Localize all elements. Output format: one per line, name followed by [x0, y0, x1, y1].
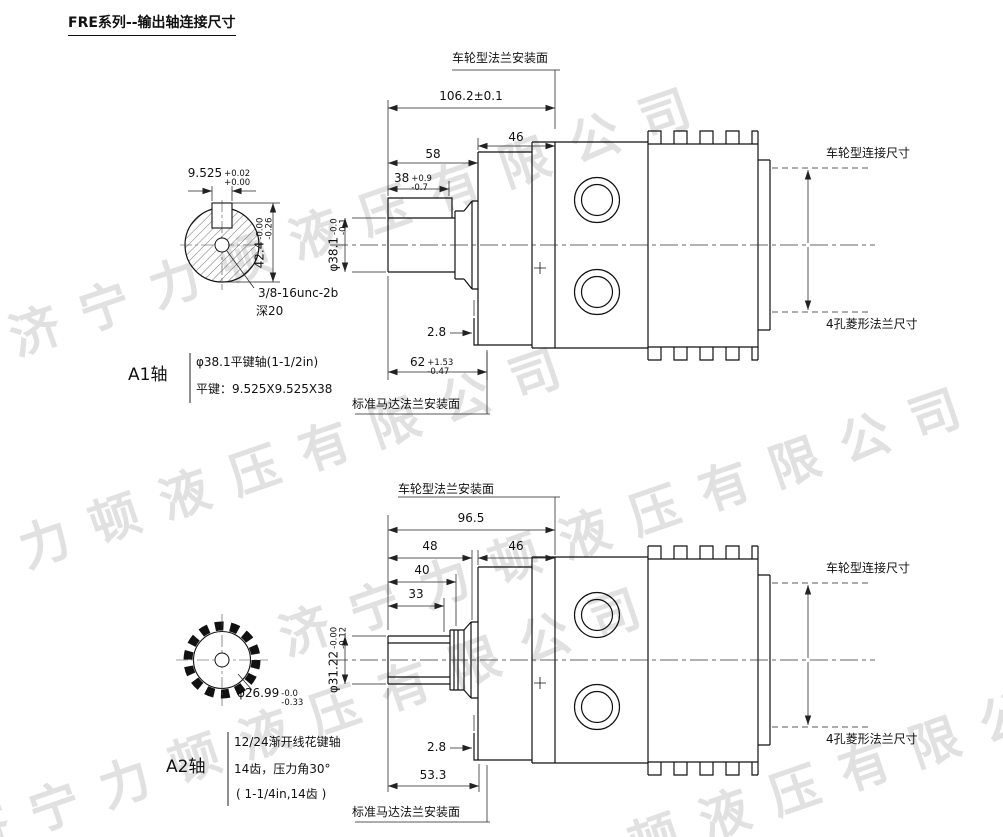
a1-thread-spec: 3/8-16unc-2b: [258, 286, 339, 300]
a1-extension-lines: [352, 100, 488, 380]
a1-wheel-flange-face-leader: [452, 69, 560, 129]
a2-port-upper-inner: [580, 598, 614, 632]
a2-dim-40-text: 40: [414, 563, 430, 577]
a1-dim-58-text: 58: [425, 147, 441, 161]
a2-shaft-desc-line1: 12/24渐开线花键轴: [234, 735, 341, 749]
a1-center-mark: [534, 262, 546, 274]
a2-wheel-conn-label: 车轮型连接尺寸: [826, 561, 911, 575]
tolerance-stack: -0.00-0.12: [330, 626, 349, 649]
a2-wheel-flange-face-leader: [398, 496, 560, 555]
tol-lower: +0.00: [224, 177, 251, 188]
a1-dim-shaft-dia-text: φ38.1-0.0-0.1: [326, 218, 349, 272]
a1-right-extension-lines: [772, 167, 872, 313]
tol-lower: -0.12: [338, 626, 348, 649]
tol-lower: -0.1: [338, 218, 348, 235]
a2-spline-dia-text: φ26.99-0.0-0.33: [237, 686, 303, 707]
a1-front-flange: [473, 151, 532, 346]
a2-center-mark: [534, 677, 546, 689]
a1-dim-2-8-text: 2.8: [427, 325, 447, 339]
a1-diamond-flange-label: 4孔菱形法兰尺寸: [826, 317, 918, 331]
a2-spline-shaft-section: [176, 614, 268, 706]
a1-dim-key-width-text: 9.525+0.02+0.00: [188, 166, 250, 187]
a1-port-upper-outer: [573, 176, 621, 224]
tolerance-stack: -0.0-0.33: [281, 690, 303, 707]
a2-spline-dia-leader: [237, 673, 253, 691]
a1-wheel-section: [647, 130, 771, 361]
a2-dim-48-text: 48: [422, 539, 438, 553]
a2-dim-53-3-text: 53.3: [419, 768, 447, 782]
a1-wheel-conn-label: 车轮型连接尺寸: [826, 146, 911, 160]
tol-upper: -0.0: [281, 689, 298, 699]
a2-dim-2-8-text: 2.8: [427, 740, 447, 754]
dim-value: 62: [410, 355, 426, 369]
a1-port-upper-inner: [580, 183, 614, 217]
tolerance-stack: -0.00-0.26: [256, 217, 275, 240]
dim-value: 9.525: [187, 166, 223, 180]
a2-motor-flange-face-leader: [355, 765, 490, 823]
a1-key-side: [387, 197, 453, 218]
a1-dim-across-text: 42.4-0.00-0.26: [252, 217, 275, 269]
a2-dimension-linework: [227, 496, 872, 823]
dim-value: φ38.1: [326, 236, 341, 272]
a2-dim-33-text: 33: [408, 587, 424, 601]
a1-shaft-name: A1轴: [128, 365, 168, 385]
tolerance-stack: +1.53-0.47: [427, 359, 453, 376]
a2-port-lower-inner: [580, 690, 614, 724]
a1-port-lower-inner: [580, 275, 614, 309]
a1-port-lower-outer: [573, 268, 621, 316]
a1-wheel-flange-face-label: 车轮型法兰安装面: [452, 51, 549, 65]
a1-thread-depth: 深20: [256, 304, 284, 318]
a1-dim-overall-text: 106.2±0.1: [439, 89, 503, 103]
dim-value: 38: [394, 171, 410, 185]
tol-upper: +1.53: [427, 358, 454, 368]
page-title: FRE系列--输出轴连接尺寸: [68, 16, 236, 36]
a2-right-extension-lines: [772, 582, 872, 728]
a1-shaft-side: [387, 217, 455, 273]
tol-upper: +0.02: [224, 169, 251, 179]
a2-motor-flange-face-label: 标准马达法兰安装面: [352, 805, 461, 819]
a2-shaft-name: A2轴: [166, 757, 206, 777]
a2-shaft-desc-line2: 14齿，压力角30°: [234, 762, 331, 776]
tolerance-stack: +0.9-0.7: [411, 175, 432, 192]
tol-lower: -0.26: [264, 217, 274, 240]
tol-lower: -0.33: [281, 697, 304, 708]
a1-thread-leader: [226, 250, 255, 289]
a1-dim-38-text: 38+0.9-0.7: [394, 171, 432, 192]
tolerance-stack: -0.0-0.1: [330, 218, 349, 235]
a2-dim-46-text: 46: [508, 539, 524, 553]
a1-keyed-shaft-section: [180, 200, 264, 290]
a1-shaft-desc-line1: φ38.1平键轴(1-1/2in): [196, 355, 319, 369]
a2-dim-shaft-dia-text: φ31.22-0.00-0.12: [326, 626, 349, 694]
dim-value: 42.4: [252, 241, 267, 269]
tol-lower: -0.7: [411, 182, 428, 193]
a2-port-lower-outer: [573, 683, 621, 731]
tol-lower: -0.47: [427, 366, 450, 377]
a2-dim-overall-text: 96.5: [457, 511, 485, 525]
a1-shaft-desc-line2: 平键：9.525X9.525X38: [196, 382, 333, 396]
dim-value: φ26.99: [237, 686, 280, 700]
a2-wheel-section: [647, 545, 771, 776]
a1-motor-flange-face-leader: [355, 350, 490, 415]
a2-spline-shaft-side: [387, 635, 450, 685]
a2-wheel-flange-face-label: 车轮型法兰安装面: [398, 482, 495, 496]
a2-shaft-desc-line3: ( 1-1/4in,14齿 ): [236, 787, 327, 801]
a1-dim-62-text: 62+1.53-0.47: [410, 355, 453, 376]
a2-extension-lines: [352, 515, 480, 792]
a1-dim-46-text: 46: [508, 130, 524, 144]
dim-value: φ31.22: [326, 650, 341, 694]
a1-thread-hole-circle: [214, 237, 230, 253]
a1-dimension-linework: [188, 69, 872, 415]
a2-center-hole: [214, 652, 230, 668]
a2-port-upper-outer: [573, 591, 621, 639]
tol-upper: +0.9: [411, 174, 432, 184]
a2-diamond-flange-label: 4孔菱形法兰尺寸: [826, 732, 918, 746]
a1-motor-flange-face-label: 标准马达法兰安装面: [352, 397, 461, 411]
tolerance-stack: +0.02+0.00: [224, 170, 250, 187]
a2-front-flange: [473, 566, 532, 761]
